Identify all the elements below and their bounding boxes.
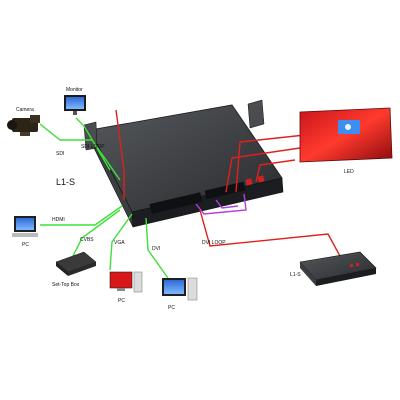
dvi-loop-label: DVI LOOP	[202, 240, 226, 246]
loop-cable-1	[195, 193, 247, 215]
dvi-label: DVI	[152, 246, 160, 252]
pc-vga-label: PC	[118, 298, 125, 304]
led-output-cable-1	[235, 134, 306, 193]
usb-cable	[115, 109, 125, 200]
led-wall-icon	[299, 107, 393, 163]
hdmi-label: HDMI	[52, 217, 65, 223]
pc-hdmi-icon	[12, 216, 38, 237]
dvi-loop-cable	[199, 209, 341, 257]
input-cables	[39, 117, 169, 279]
pc-hdmi-label: PC	[22, 242, 29, 248]
cascade-unit-device	[299, 251, 377, 286]
dvi-cable	[145, 217, 169, 279]
monitor-label: Monitor	[66, 87, 83, 93]
sdi-loop-label: SDI LOOP	[81, 144, 105, 150]
led-label: LED	[344, 169, 354, 175]
set-top-box-icon	[55, 251, 97, 276]
sdi-cable	[39, 123, 121, 181]
sdi-label: SDI	[56, 151, 64, 157]
pc-dvi-label: PC	[168, 305, 175, 311]
camera-label: Camera	[16, 107, 34, 113]
cvbs-label: CVBS	[80, 237, 94, 243]
pc-vga-icon	[109, 271, 143, 293]
loop-cables	[195, 193, 247, 215]
vga-label: VGA	[114, 240, 125, 246]
set-top-box-label: Set-Top Box	[52, 282, 80, 288]
cascade-unit-label: L1-S	[290, 272, 301, 278]
sdi-loop-cable	[75, 117, 111, 171]
main-unit-device	[83, 99, 284, 228]
hdmi-cable	[40, 205, 123, 226]
vga-cable	[109, 213, 133, 271]
pc-dvi-icon	[162, 277, 198, 301]
output-cables	[115, 109, 341, 257]
monitor-icon	[64, 95, 86, 115]
cvbs-cable	[71, 209, 121, 259]
led-output-cable-3	[255, 159, 296, 183]
led-output-cable-2	[225, 147, 301, 193]
loop-cable-2	[215, 199, 239, 209]
camera-icon	[7, 115, 40, 136]
main-unit-label: L1-S	[56, 177, 75, 187]
